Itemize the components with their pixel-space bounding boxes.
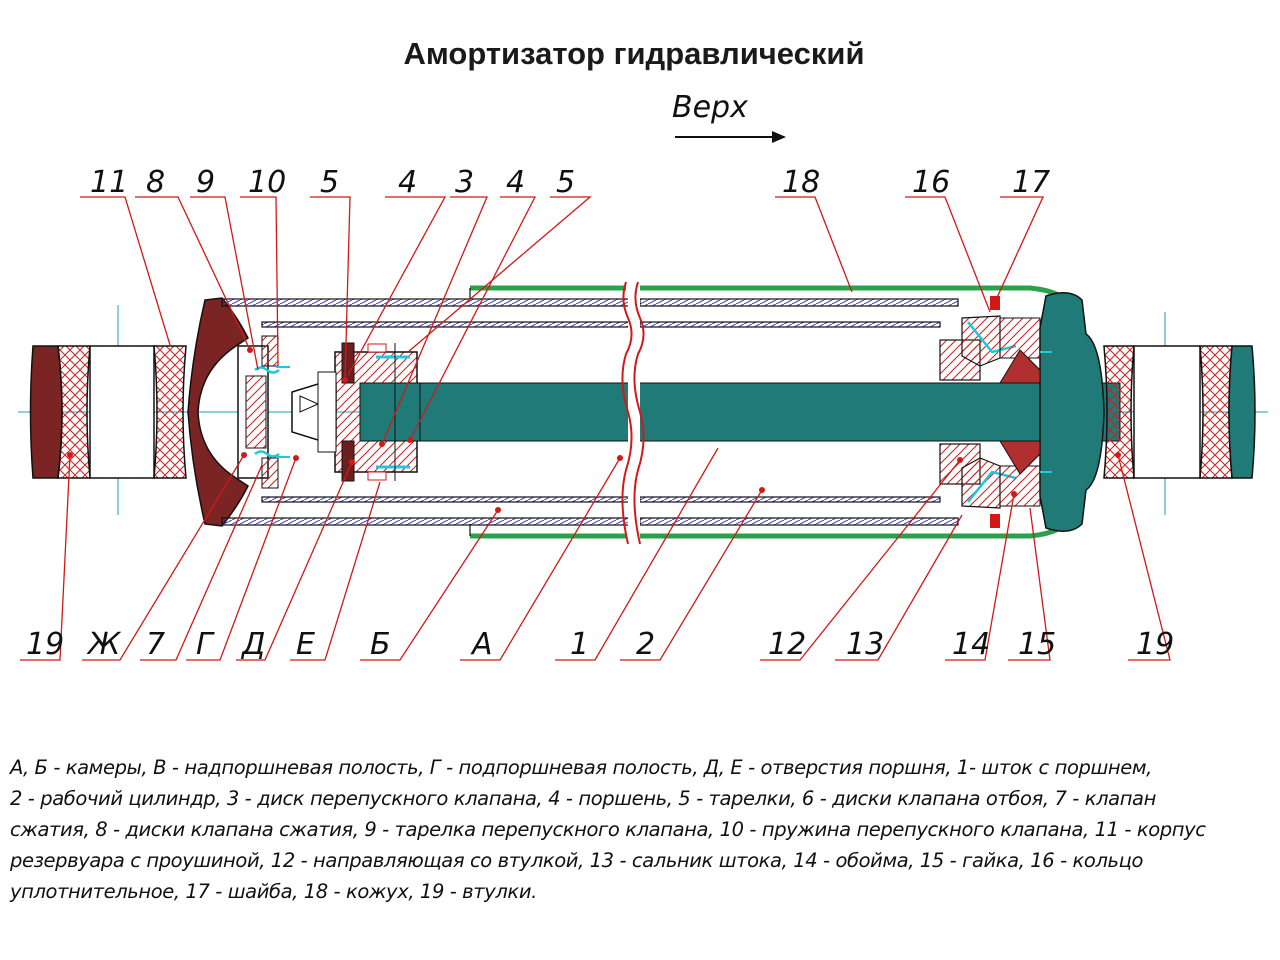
callout-19-left: 19 <box>26 627 64 662</box>
right-bushing <box>1103 345 1256 479</box>
callout-16: 16 <box>912 165 950 200</box>
callout-8: 8 <box>146 165 165 200</box>
callout-3: 3 <box>455 165 474 200</box>
diagram-title: Амортизатор гидравлический <box>403 36 865 71</box>
callout-9: 9 <box>196 165 215 200</box>
legend-line: А, Б - камеры, В - надпоршневая полость,… <box>10 756 1152 779</box>
top-callouts: 11 8 9 10 5 4 3 4 5 18 16 17 <box>90 165 1050 200</box>
callout-14: 14 <box>952 627 990 662</box>
bottom-callouts: 19 Ж 7 Г Д Е Б А 1 2 12 13 14 15 19 <box>26 627 1174 662</box>
leader-lines <box>20 196 1171 661</box>
callout-1: 1 <box>570 627 589 662</box>
callout-g: Г <box>196 627 215 662</box>
callout-zh: Ж <box>86 627 122 662</box>
callout-5: 5 <box>320 165 339 200</box>
legend: А, Б - камеры, В - надпоршневая полость,… <box>10 752 1272 907</box>
piston-rod <box>419 382 1121 442</box>
legend-line: 2 - рабочий цилиндр, 3 - диск перепускно… <box>10 787 1156 810</box>
break-symbol <box>621 281 645 545</box>
rod-guide-assembly <box>939 296 1052 528</box>
direction-arrow <box>675 131 786 143</box>
callout-e: Е <box>296 627 315 662</box>
left-bushing <box>29 345 187 479</box>
reservoir-eye <box>187 297 249 527</box>
callout-d: Д <box>240 627 265 662</box>
leader-dots <box>67 347 1121 513</box>
callout-15: 15 <box>1018 627 1056 662</box>
legend-line: сжатия, 8 - диски клапана сжатия, 9 - та… <box>10 818 1206 841</box>
callout-5b: 5 <box>556 165 575 200</box>
legend-line: резервуара с проушиной, 12 - направляюща… <box>10 849 1144 872</box>
callout-12: 12 <box>768 627 806 662</box>
callout-13: 13 <box>846 627 884 662</box>
legend-line: уплотнительное, 17 - шайба, 18 - кожух, … <box>10 880 537 903</box>
callout-10: 10 <box>248 165 286 200</box>
callout-2: 2 <box>636 627 655 662</box>
callout-7: 7 <box>146 627 165 662</box>
callout-4b: 4 <box>506 165 525 200</box>
callout-a: А <box>470 627 493 662</box>
rod-top-head <box>1039 292 1105 532</box>
callout-11: 11 <box>90 165 128 200</box>
piston-assembly <box>334 342 421 482</box>
reservoir-tube <box>221 298 959 526</box>
callout-b: Б <box>370 627 391 662</box>
callout-17: 17 <box>1012 165 1050 200</box>
compression-valve <box>237 335 290 489</box>
direction-label: Верх <box>672 90 748 125</box>
callout-18: 18 <box>782 165 820 200</box>
callout-19-right: 19 <box>1136 627 1174 662</box>
piston-nut <box>291 371 337 453</box>
callout-4: 4 <box>398 165 417 200</box>
